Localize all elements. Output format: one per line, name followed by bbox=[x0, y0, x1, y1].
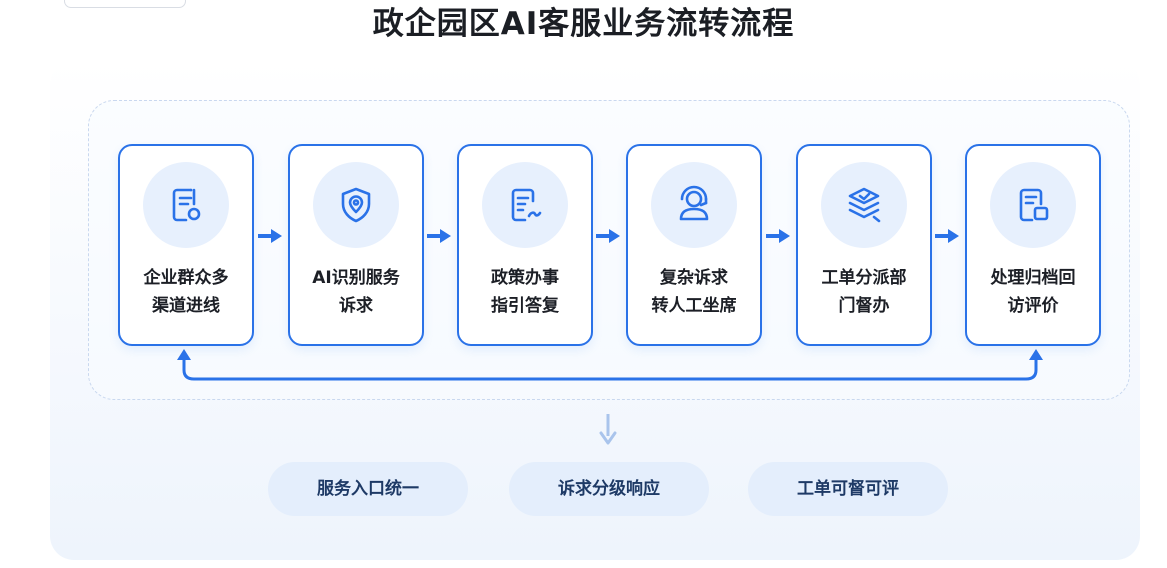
step-4-line1: 复杂诉求 bbox=[660, 268, 728, 288]
step-5-line2: 门督办 bbox=[838, 296, 890, 316]
step-4-icon-bg bbox=[651, 162, 737, 248]
archive-document-icon bbox=[1019, 188, 1049, 222]
policy-document-icon bbox=[511, 188, 542, 222]
outcome-pill-3: 工单可督可评 bbox=[748, 462, 948, 516]
step-1-line1: 企业群众多 bbox=[143, 268, 229, 288]
flow-container bbox=[88, 100, 1130, 400]
step-5-card: 工单分派部 门督办 bbox=[796, 144, 932, 346]
step-6-label: 处理归档回 访评价 bbox=[971, 264, 1095, 320]
step-2-line1: AI识别服务 bbox=[312, 268, 400, 288]
arrow-right-icon bbox=[766, 229, 790, 243]
step-6-line1: 处理归档回 bbox=[990, 268, 1076, 288]
arrow-right-icon bbox=[935, 229, 959, 243]
feedback-loop-arrow bbox=[177, 349, 1043, 381]
step-6-line2: 访评价 bbox=[1007, 296, 1059, 316]
step-4-label: 复杂诉求 转人工坐席 bbox=[632, 264, 756, 320]
step-2-label: AI识别服务 诉求 bbox=[294, 264, 418, 320]
step-1-icon-bg bbox=[143, 162, 229, 248]
shield-location-icon bbox=[341, 187, 371, 223]
step-4-line2: 转人工坐席 bbox=[651, 296, 737, 316]
arrow-right-icon bbox=[427, 229, 451, 243]
step-5-line1: 工单分派部 bbox=[821, 268, 907, 288]
step-5-icon-bg bbox=[821, 162, 907, 248]
agent-user-icon bbox=[679, 185, 709, 221]
outcome-pill-1: 服务入口统一 bbox=[268, 462, 468, 516]
step-3-line1: 政策办事 bbox=[491, 268, 559, 288]
step-3-line2: 指引答复 bbox=[491, 296, 559, 316]
step-3-card: 政策办事 指引答复 bbox=[457, 144, 593, 346]
arrow-right-icon bbox=[258, 229, 282, 243]
arrow-down-icon bbox=[599, 414, 617, 445]
step-3-icon-bg bbox=[482, 162, 568, 248]
step-2-line2: 诉求 bbox=[339, 296, 373, 316]
step-6-card: 处理归档回 访评价 bbox=[965, 144, 1101, 346]
step-1-label: 企业群众多 渠道进线 bbox=[124, 264, 248, 320]
step-5-label: 工单分派部 门督办 bbox=[802, 264, 926, 320]
step-3-label: 政策办事 指引答复 bbox=[463, 264, 587, 320]
document-search-icon bbox=[172, 188, 201, 222]
step-6-icon-bg bbox=[990, 162, 1076, 248]
step-1-card: 企业群众多 渠道进线 bbox=[118, 144, 254, 346]
step-2-card: AI识别服务 诉求 bbox=[288, 144, 424, 346]
layers-stack-icon bbox=[848, 187, 881, 223]
step-4-card: 复杂诉求 转人工坐席 bbox=[626, 144, 762, 346]
step-1-line2: 渠道进线 bbox=[152, 296, 220, 316]
page-title: 政企园区AI客服业务流转流程 bbox=[372, 6, 795, 42]
step-2-icon-bg bbox=[313, 162, 399, 248]
outcome-pill-2: 诉求分级响应 bbox=[509, 462, 709, 516]
arrow-right-icon bbox=[596, 229, 620, 243]
